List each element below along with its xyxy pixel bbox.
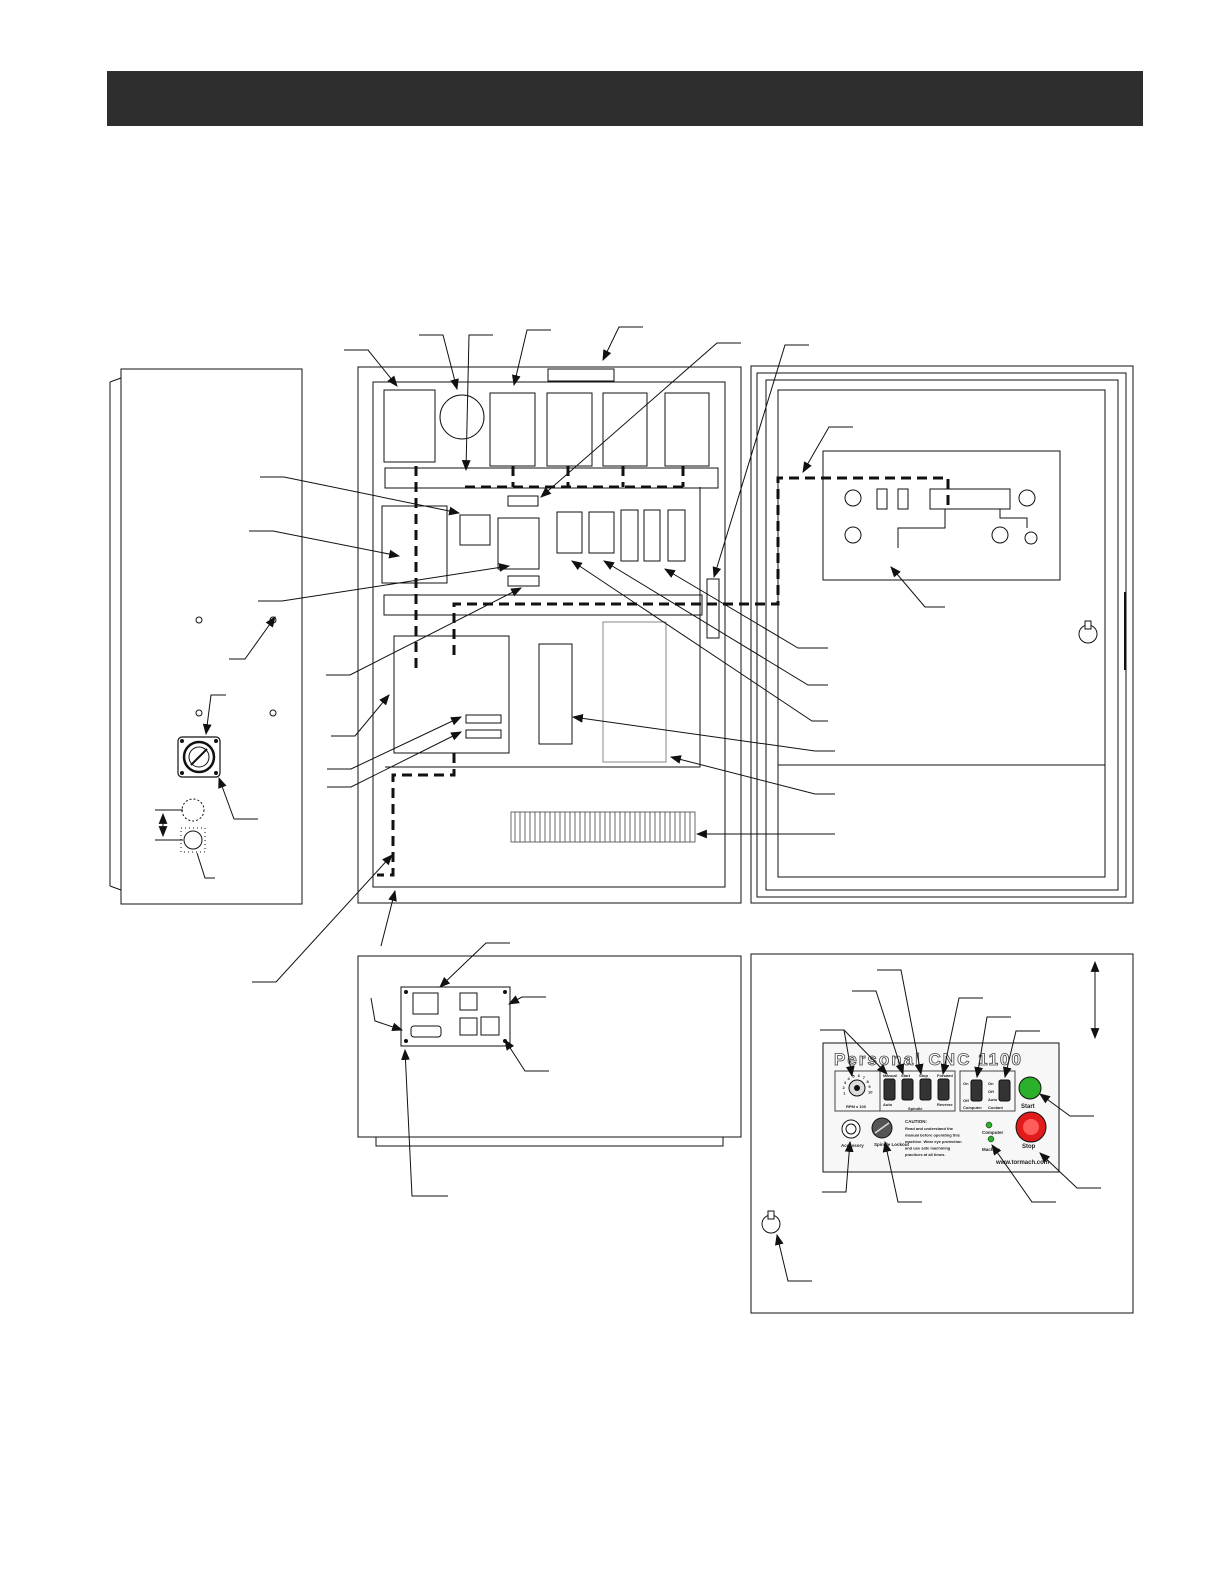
door-lock-icon <box>1078 620 1098 644</box>
knob-scale-value: 7 <box>863 1075 866 1080</box>
machine-led <box>987 1135 995 1143</box>
spindle-group-label: Spindle <box>908 1106 923 1111</box>
fan-circle <box>439 394 485 440</box>
switch-top-label: Start <box>901 1073 911 1078</box>
knob-scale-value: 3 <box>844 1080 847 1085</box>
switch-bottom-label: Reverse <box>937 1102 953 1107</box>
coolant-switch[interactable] <box>998 1079 1011 1102</box>
leader-lines <box>196 326 1101 1282</box>
terminal-strip <box>510 811 696 843</box>
accessory-label: Accessory <box>841 1143 864 1148</box>
caution-line: manual before operating this <box>905 1133 961 1138</box>
coolant-label-on: On <box>988 1081 994 1086</box>
header-bar <box>107 71 1143 126</box>
coolant-label-auto: Auto <box>988 1097 998 1102</box>
panel-toggle-switch[interactable] <box>901 1078 914 1101</box>
knob-scale-value: 1 <box>843 1090 846 1095</box>
control-board <box>393 635 510 754</box>
power-connector-icon <box>177 736 221 778</box>
start-label: Start <box>1021 1104 1035 1110</box>
transformer-block <box>383 389 436 463</box>
coolant-label-off: Off <box>988 1089 994 1094</box>
spindle-lockout-key-icon[interactable] <box>871 1117 893 1139</box>
cabinet-components <box>381 389 720 768</box>
bottom-panel <box>357 955 742 1147</box>
knob-scale-value: 9 <box>868 1084 871 1089</box>
aux-connector-lower-icon <box>180 827 206 853</box>
switch-top-label: Manual <box>883 1073 897 1078</box>
caution-line: machine. Wear eye protection <box>905 1139 962 1144</box>
knob-scale-label: RPM x 100 <box>846 1104 867 1109</box>
computer-switch-off: Off <box>963 1098 969 1103</box>
door-front <box>750 953 1134 1314</box>
switch-top-label: Stop <box>919 1073 928 1078</box>
spindle-lockout-label: Spindle Lockout <box>874 1142 910 1147</box>
drive-4 <box>664 392 710 467</box>
wiring-dashed <box>377 466 950 877</box>
knob-scale-value: 6 <box>858 1073 861 1078</box>
left-side-panel <box>109 368 303 905</box>
knob-scale-value: 8 <box>867 1079 870 1084</box>
coolant-caption: Coolant <box>988 1105 1004 1110</box>
aux-connector-upper-icon <box>181 798 205 822</box>
dimension-marks <box>155 809 183 841</box>
knob-scale-value: 4 <box>848 1076 851 1081</box>
door-front-lock-icon <box>761 1210 781 1234</box>
stop-label: Stop <box>1022 1144 1036 1150</box>
brand-text: Personal CNC 1100 <box>834 1050 1023 1069</box>
knob-scale-value: 2 <box>843 1085 846 1090</box>
start-button[interactable] <box>1018 1076 1042 1100</box>
switch-bottom-label: Auto <box>883 1102 893 1107</box>
computer-led-label: Computer <box>982 1130 1003 1135</box>
caution-title: CAUTION: <box>905 1119 927 1124</box>
computer-led <box>985 1121 993 1129</box>
website-text: www.tormach.com <box>995 1160 1049 1166</box>
caution-line: Read and understand the <box>905 1126 954 1131</box>
computer-switch[interactable] <box>970 1079 983 1102</box>
drive-3 <box>602 392 648 467</box>
drive-1 <box>489 392 536 467</box>
door-panel-back <box>822 450 1061 581</box>
panel-toggle-switch[interactable] <box>937 1078 950 1101</box>
accessory-connector-icon[interactable] <box>841 1119 861 1139</box>
knob-scale-value: 10 <box>868 1090 873 1095</box>
panel-toggle-switch[interactable] <box>919 1078 932 1101</box>
machine-led-label: Machine <box>982 1147 1001 1152</box>
computer-switch-caption: Computer <box>963 1105 982 1110</box>
speed-knob-icon[interactable] <box>848 1079 866 1097</box>
switch-top-label: Forward <box>937 1073 953 1078</box>
drive-2 <box>546 392 593 467</box>
caution-line: practices at all times. <box>905 1152 945 1157</box>
computer-switch-on: On <box>963 1081 969 1086</box>
caution-line: and use safe machining <box>905 1146 951 1151</box>
panel-toggle-switch[interactable] <box>883 1078 896 1101</box>
cabinet-door <box>750 365 1134 904</box>
